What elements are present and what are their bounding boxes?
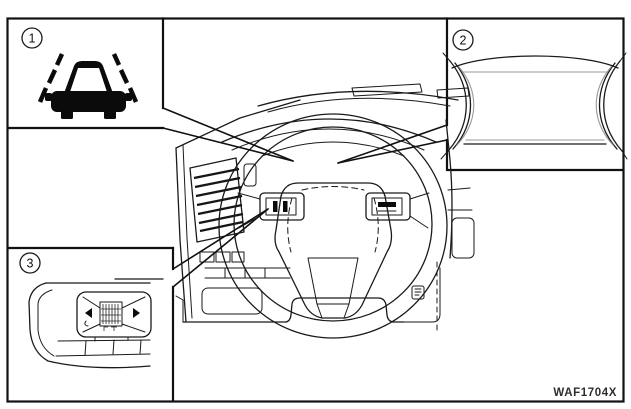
left-air-vent <box>189 157 245 243</box>
figure-code: WAF1704X <box>553 387 617 399</box>
dash-small-switch-icon <box>411 285 425 300</box>
dashboard-illustration <box>175 83 475 339</box>
callout-box-3: 3 <box>6 246 175 403</box>
leader-callout-2 <box>337 124 448 164</box>
switch-tiny-label-marks <box>103 326 117 331</box>
switch-left-arrow-icon <box>85 308 92 318</box>
left-steering-switch <box>237 192 305 229</box>
callout-2-number: 2 <box>460 34 467 48</box>
leader-callout-3 <box>172 208 269 270</box>
steering-wheel-hub <box>274 182 393 319</box>
switch-return-mark <box>84 320 89 327</box>
callout-3-number: 3 <box>27 257 34 271</box>
callout-box-2: 2 <box>440 17 628 172</box>
callout-2-circle <box>452 29 474 51</box>
leader-callout-1 <box>162 107 294 162</box>
lane-departure-warning-icon <box>37 53 139 119</box>
right-steering-switch <box>365 192 430 229</box>
switch-right-arrow-icon <box>133 308 140 318</box>
switch-housing <box>76 291 152 338</box>
figure-border <box>6 17 625 403</box>
vehicle-information-display-outline <box>440 52 628 160</box>
steering-wheel-rim <box>218 113 448 339</box>
leader-lines <box>162 107 448 288</box>
callout-1-circle <box>21 27 43 49</box>
callout-box-1: 1 <box>6 17 165 130</box>
callout-1-number: 1 <box>29 32 36 46</box>
switch-center-button <box>99 301 123 327</box>
callout-3-circle <box>19 252 41 274</box>
meter-control-switch-panel <box>28 278 164 369</box>
